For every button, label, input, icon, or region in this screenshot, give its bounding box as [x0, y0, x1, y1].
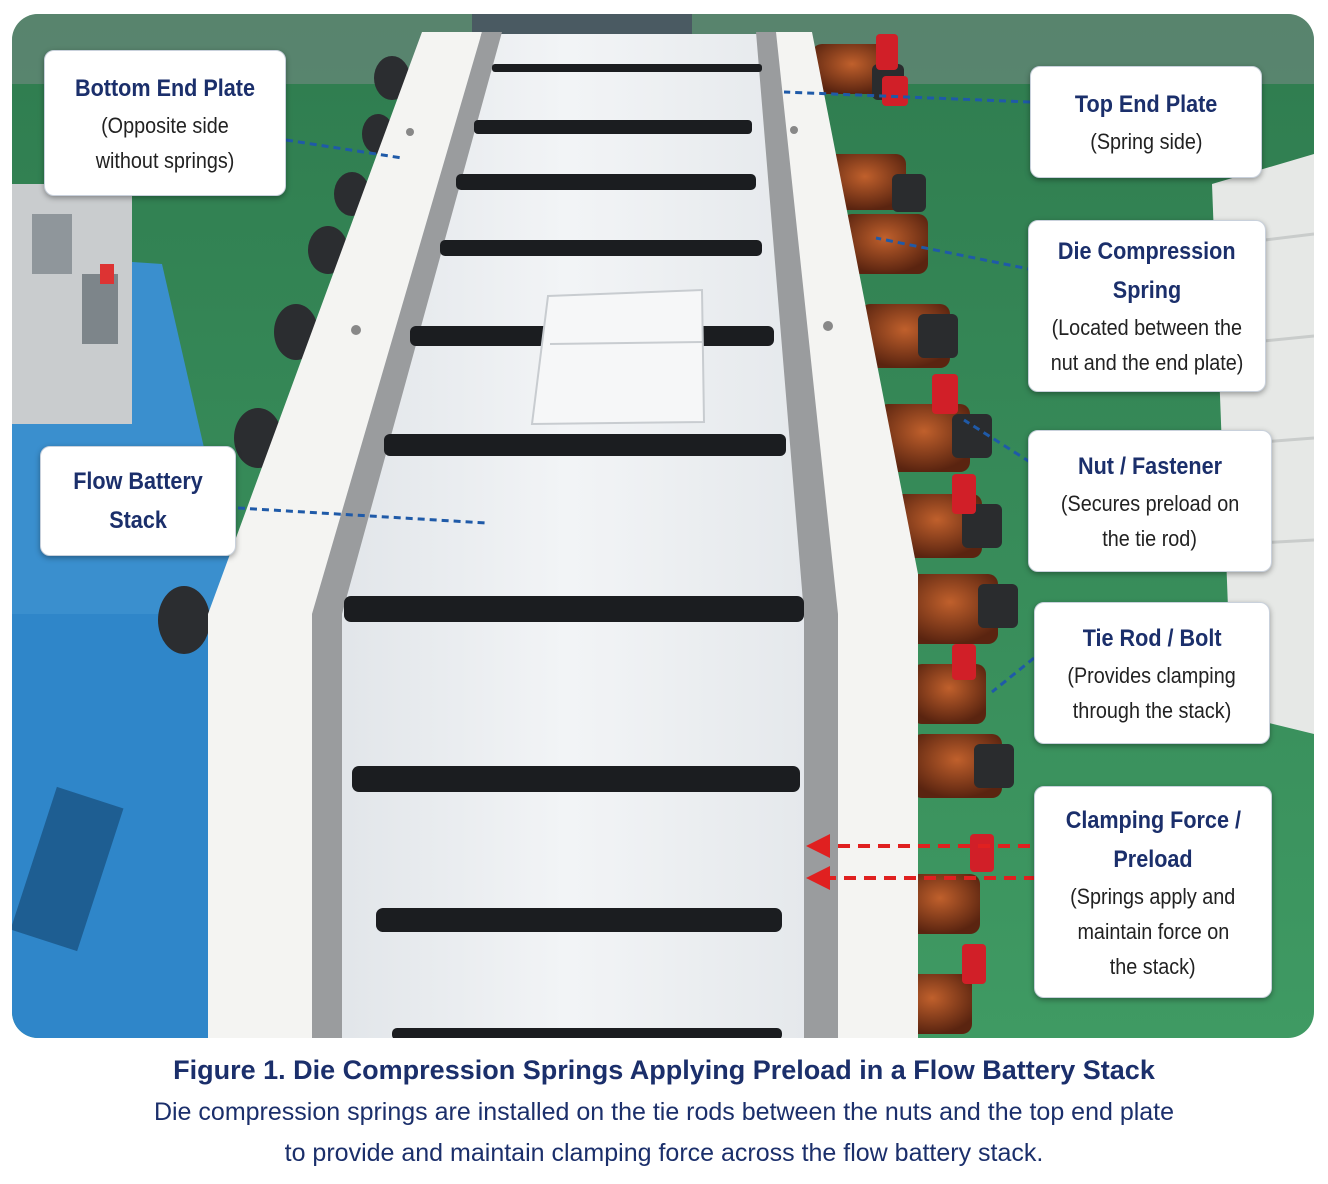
leader-top-end-plate — [783, 90, 1031, 104]
callout-top-end-plate: Top End Plate (Spring side) — [1030, 66, 1262, 178]
callout-title: Nut / Fastener — [1077, 452, 1223, 480]
callout-title: Preload — [1113, 845, 1193, 873]
leader-die-spring — [875, 236, 1035, 272]
stack-photo-illustration — [12, 14, 1314, 1038]
leader-tie-rod — [991, 656, 1035, 694]
callout-title: Die Compression — [1058, 238, 1236, 265]
leader-flow-battery-stack — [237, 506, 487, 525]
callout-bottom-end-plate: Bottom End Plate (Opposite side without … — [44, 50, 286, 196]
callout-clamping-force: Clamping Force / Preload (Springs apply … — [1034, 786, 1272, 998]
callout-desc: the stack) — [1110, 953, 1196, 979]
callout-desc: (Springs apply and — [1070, 883, 1236, 909]
red-valve-handles — [876, 34, 994, 984]
callout-tie-rod-bolt: Tie Rod / Bolt (Provides clamping throug… — [1034, 602, 1270, 744]
figure-caption-body: Die compression springs are installed on… — [0, 1092, 1328, 1174]
callout-title: Clamping Force / — [1065, 806, 1241, 834]
callout-title: Tie Rod / Bolt — [1082, 624, 1222, 652]
callout-desc: maintain force on — [1077, 918, 1229, 944]
callout-desc: (Opposite side — [101, 112, 229, 138]
top-end-plate-frame — [772, 32, 918, 1038]
callout-flow-battery-stack: Flow Battery Stack — [40, 446, 236, 556]
bottom-end-plate-frame — [208, 32, 482, 1038]
callout-desc: (Located between the — [1051, 315, 1243, 340]
figure-caption-line: Die compression springs are installed on… — [153, 1098, 1175, 1126]
callout-title: Spring — [1112, 277, 1182, 304]
stack-photo — [12, 14, 1314, 1038]
callout-die-compression-spring: Die Compression Spring (Located between … — [1028, 220, 1266, 392]
callout-title: Stack — [109, 507, 167, 534]
leader-nut — [963, 418, 1031, 464]
callout-desc: through the stack) — [1072, 697, 1232, 723]
paper-sheet — [530, 288, 706, 426]
die-springs — [812, 44, 1002, 1034]
figure-caption-line: to provide and maintain clamping force a… — [284, 1139, 1044, 1167]
leader-bottom-end-plate — [285, 138, 403, 160]
callout-title: Bottom End Plate — [74, 74, 255, 102]
callout-title: Flow Battery — [73, 468, 203, 495]
callout-nut-fastener: Nut / Fastener (Secures preload on the t… — [1028, 430, 1272, 572]
callout-desc: nut and the end plate) — [1050, 350, 1244, 375]
callout-desc: (Spring side) — [1089, 129, 1203, 154]
nuts-right — [872, 64, 1018, 788]
callout-desc: (Provides clamping — [1067, 662, 1237, 688]
callout-desc: without springs) — [95, 147, 235, 173]
clamping-force-arrows — [806, 834, 1036, 890]
callout-title: Top End Plate — [1074, 91, 1218, 118]
callout-desc: the tie rod) — [1102, 525, 1198, 551]
figure-caption-title: Figure 1. Die Compression Springs Applyi… — [173, 1055, 1155, 1085]
tie-rods — [344, 64, 804, 1038]
callout-desc: (Secures preload on — [1060, 490, 1240, 516]
